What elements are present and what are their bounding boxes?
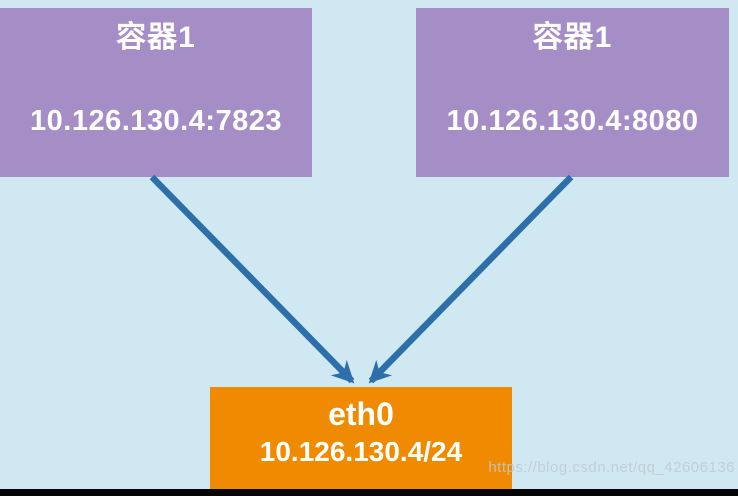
container-node-right: 容器1 10.126.130.4:8080 [416,8,729,177]
container-left-title: 容器1 [116,21,196,54]
arrow-right-to-eth0 [368,174,574,384]
container-node-left: 容器1 10.126.130.4:7823 [0,8,312,177]
container-right-address: 10.126.130.4:8080 [446,105,699,137]
container-right-title: 容器1 [532,21,613,54]
eth0-title: eth0 [328,396,394,432]
bottom-letterbox-bar [0,489,738,496]
eth0-address: 10.126.130.4/24 [259,436,463,467]
eth0-node: eth0 10.126.130.4/24 [210,387,512,490]
container-left-address: 10.126.130.4:7823 [30,105,282,137]
arrow-left-to-eth0 [149,174,355,384]
watermark: https://blog.csdn.net/qq_42606136 [488,459,735,476]
